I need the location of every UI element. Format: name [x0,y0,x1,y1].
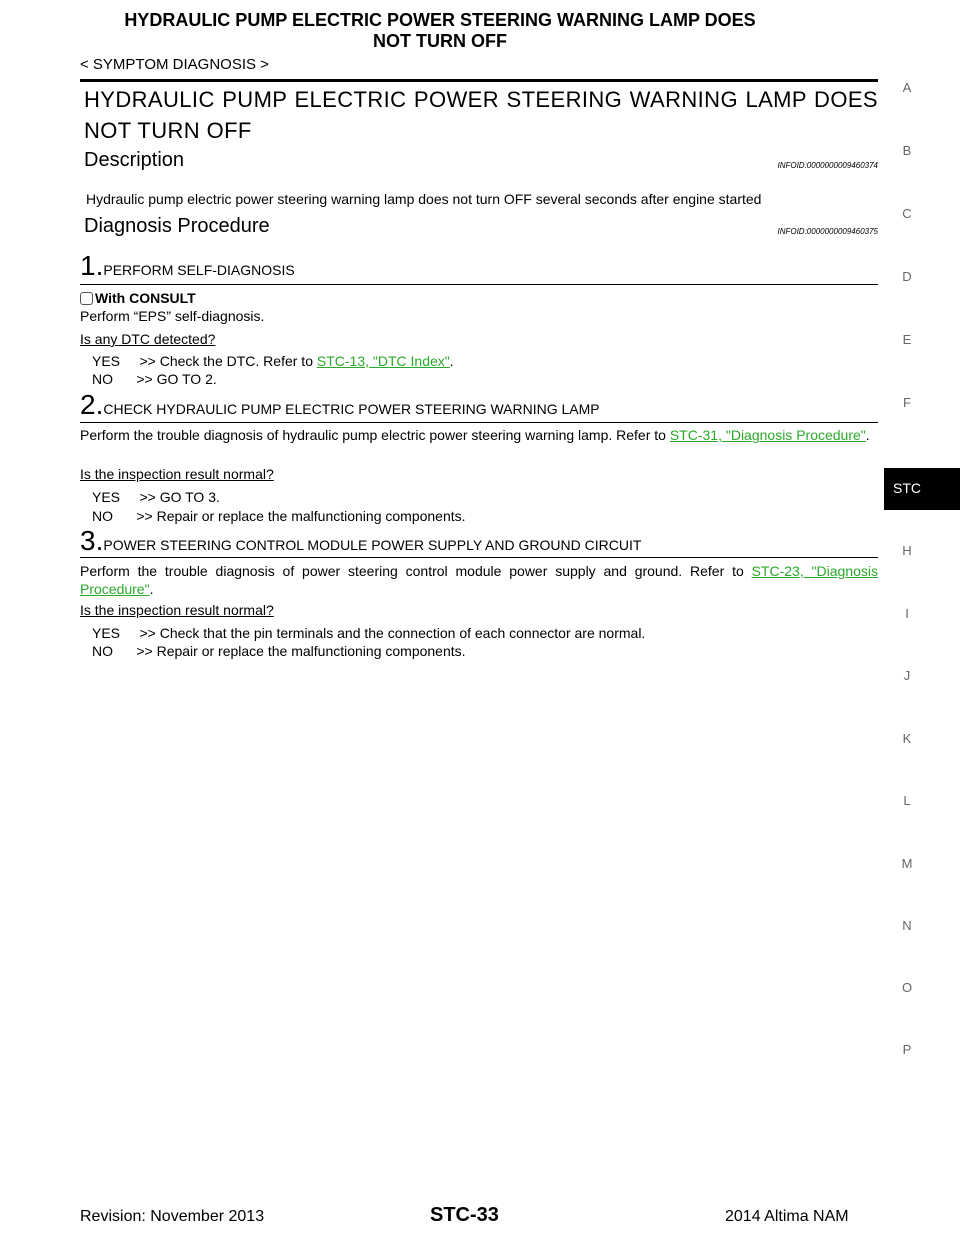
footer-page-number: STC-33 [430,1204,499,1226]
step-2-rule [80,422,878,423]
step-3-question: Is the inspection result normal? [80,602,274,618]
footer-revision: Revision: November 2013 [80,1208,265,1225]
side-index-a[interactable]: A [902,80,912,95]
step-2-body: Perform the trouble diagnosis of hydraul… [80,427,670,443]
step-2-suffix: . [865,427,870,443]
side-index-i[interactable]: I [905,606,909,621]
step-1-instruction: Perform “EPS” self-diagnosis. [80,308,265,324]
side-index-stc-label: STC [893,480,921,496]
link-stc-23[interactable]: STC-23, "Diagnosis Procedure" [80,563,878,597]
step-3-number: 3. [80,525,104,556]
side-index-j[interactable]: J [903,668,911,683]
side-index-f[interactable]: F [903,395,911,410]
diagnosis-infoid: INFOID:0000000009460375 [777,227,878,236]
section-category: < SYMPTOM DIAGNOSIS > [80,56,269,73]
step-2-yes: YES >> GO TO 3. [92,489,220,505]
side-index-stc-active[interactable]: STC [884,468,960,510]
side-index-d[interactable]: D [902,269,912,284]
step-1-yes: YES >> Check the DTC. Refer to STC-13, "… [92,353,454,369]
step-1-yes-suffix: . [449,353,454,369]
step-2-number: 2. [80,389,104,420]
consult-icon [80,292,93,305]
step-1-no: NO >> GO TO 2. [92,371,217,387]
step-3-body: Perform the trouble diagnosis of power s… [80,563,752,579]
step-3-heading: 3.POWER STEERING CONTROL MODULE POWER SU… [80,525,641,557]
footer-model: 2014 Altima NAM [725,1208,849,1225]
step-2-heading: 2.CHECK HYDRAULIC PUMP ELECTRIC POWER ST… [80,389,600,421]
step-1-heading: 1.PERFORM SELF-DIAGNOSIS [80,250,295,282]
step-1-question: Is any DTC detected? [80,331,216,347]
description-heading: Description [84,149,185,171]
step-1-rule [80,284,878,285]
side-index-n[interactable]: N [902,918,912,933]
side-index-l[interactable]: L [903,793,911,808]
step-1-yes-text: YES >> Check the DTC. Refer to [92,353,317,369]
side-index-o[interactable]: O [901,980,913,995]
step-1-number: 1. [80,250,104,281]
side-index-e[interactable]: E [902,332,912,347]
side-index-k[interactable]: K [902,731,912,746]
side-index-h[interactable]: H [902,543,912,558]
main-title: HYDRAULIC PUMP ELECTRIC POWER STEERING W… [84,87,878,143]
header-rule [80,79,878,82]
step-3-yes: YES >> Check that the pin terminals and … [92,625,646,641]
link-stc-13[interactable]: STC-13, "DTC Index" [316,353,450,369]
header-title-line-1: HYDRAULIC PUMP ELECTRIC POWER STEERING W… [124,10,756,30]
step-2-text: Perform the trouble diagnosis of hydraul… [80,426,878,444]
diagnosis-heading: Diagnosis Procedure [84,215,270,237]
side-index-p[interactable]: P [902,1042,912,1057]
step-3-no: NO >> Repair or replace the malfunctioni… [92,643,466,659]
step-3-title: POWER STEERING CONTROL MODULE POWER SUPP… [103,537,642,553]
step-3-rule [80,557,878,558]
consult-line: With CONSULT [80,290,196,306]
side-index-m[interactable]: M [901,856,913,871]
side-index-c[interactable]: C [902,206,912,221]
description-infoid: INFOID:0000000009460374 [777,161,878,170]
consult-label: With CONSULT [95,290,196,306]
step-2-title: CHECK HYDRAULIC PUMP ELECTRIC POWER STEE… [103,401,600,417]
step-2-no: NO >> Repair or replace the malfunctioni… [92,508,466,524]
link-stc-31[interactable]: STC-31, "Diagnosis Procedure" [669,427,866,443]
header-title-line-2: NOT TURN OFF [373,31,507,51]
step-3-suffix: . [149,581,154,597]
description-text: Hydraulic pump electric power steering w… [86,191,762,207]
step-2-question: Is the inspection result normal? [80,466,274,482]
step-3-text: Perform the trouble diagnosis of power s… [80,562,878,598]
page-header-title: HYDRAULIC PUMP ELECTRIC POWER STEERING W… [60,10,820,52]
side-index-b[interactable]: B [902,143,912,158]
step-1-title: PERFORM SELF-DIAGNOSIS [103,262,295,278]
